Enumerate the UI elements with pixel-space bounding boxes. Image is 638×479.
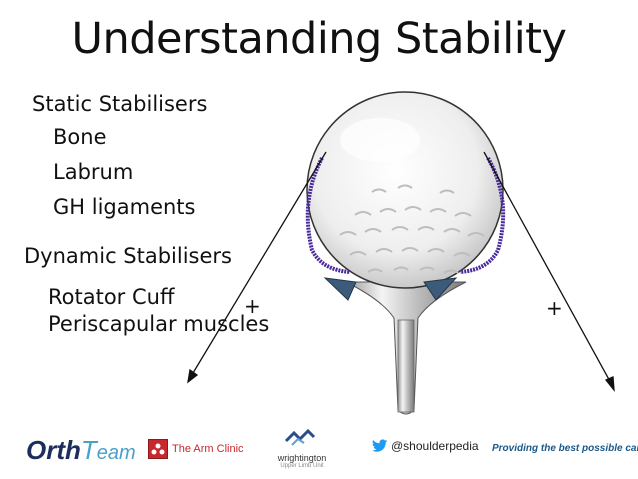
slide-title: Understanding Stability	[71, 14, 567, 64]
static-item-bone: Bone	[53, 125, 107, 149]
arm-clinic-label: The Arm Clinic	[172, 443, 244, 455]
static-item-labrum: Labrum	[53, 160, 134, 184]
left-tee-triangle	[323, 277, 357, 301]
twitter-bird-icon	[372, 439, 388, 452]
arm-clinic-logo: The Arm Clinic	[148, 439, 244, 459]
plus-left: +	[244, 294, 261, 318]
right-tee-triangle	[423, 277, 458, 301]
wrightington-icon	[284, 428, 316, 446]
dynamic-item-rotator-cuff: Rotator Cuff	[48, 285, 175, 309]
orthteam-logo: OrthTeam	[26, 435, 136, 465]
dynamic-stabilisers-heading: Dynamic Stabilisers	[24, 244, 232, 268]
force-arrows	[187, 151, 615, 393]
plus-right: +	[546, 296, 563, 320]
footer: OrthTeam The Arm Clinic wrightington Upp…	[0, 425, 638, 479]
golf-ball	[306, 91, 504, 289]
twitter-handle: @shoulderpedia	[372, 439, 479, 453]
wrightington-logo: wrightington Upper Limb Unit	[268, 427, 336, 469]
labrum-outline	[305, 157, 506, 274]
arm-clinic-icon	[148, 439, 168, 459]
tagline: Providing the best possible care	[492, 443, 638, 454]
ball-dimples	[339, 184, 485, 274]
dynamic-item-periscapular-muscles: Periscapular muscles	[48, 312, 270, 336]
static-stabilisers-heading: Static Stabilisers	[32, 92, 208, 116]
static-item-gh-ligaments: GH ligaments	[53, 195, 196, 219]
golf-tee	[345, 281, 467, 415]
